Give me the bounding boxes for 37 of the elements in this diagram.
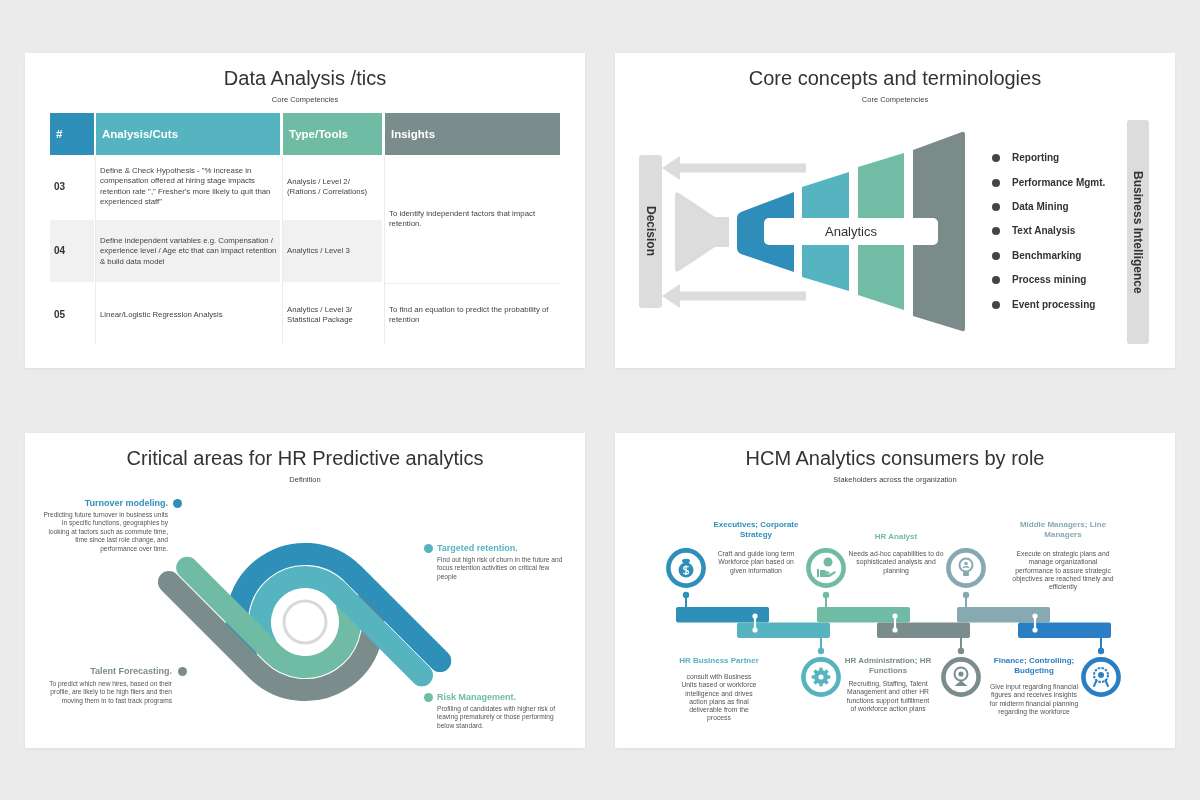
- role-heading: Middle Managers; Line Managers: [1018, 520, 1108, 540]
- arrow: [662, 284, 806, 308]
- list-item: Performance Mgmt.: [1012, 177, 1106, 189]
- slide-card: [615, 53, 1175, 368]
- list-item: Event processing: [1012, 299, 1096, 311]
- role-heading: Executives; Corporate Strategy: [712, 520, 800, 540]
- role-heading: HR Administration; HR Functions: [843, 656, 933, 676]
- vertical-label-bar: Decision: [639, 155, 662, 308]
- role-heading: HR Business Partner: [679, 656, 759, 666]
- slide-card: [25, 53, 585, 368]
- slide-title: Data Analysis /tics: [223, 66, 387, 90]
- slide-title: Core concepts and terminologies: [748, 66, 1042, 90]
- column-header: Type/Tools: [283, 113, 382, 155]
- vertical-label-bar: Business Intelligence: [1127, 120, 1149, 344]
- column-header: Insights: [385, 113, 560, 155]
- row-number: 04: [54, 245, 66, 257]
- slide-card: [25, 433, 585, 748]
- slide-title: Critical areas for HR Predictive analytics: [126, 446, 484, 470]
- list-item: Text Analysis: [1012, 225, 1076, 237]
- area-heading: Risk Management.: [437, 691, 517, 703]
- funnel-label: Analytics: [764, 218, 938, 245]
- list-item: Reporting: [1012, 152, 1060, 164]
- row-number: 05: [54, 309, 66, 321]
- row-number: 03: [54, 181, 66, 193]
- role-heading: Finance; Controlling; Budgeting: [992, 656, 1076, 676]
- arrow: [662, 156, 806, 180]
- list-item: Data Mining: [1012, 201, 1069, 213]
- slide-title: HCM Analytics consumers by role: [745, 446, 1045, 470]
- column-header: #: [50, 113, 94, 155]
- role-heading: HR Analyst: [874, 532, 918, 542]
- area-heading: Targeted retention.: [437, 542, 518, 554]
- area-heading: Turnover modeling.: [84, 497, 168, 509]
- column-header: Analysis/Cuts: [96, 113, 280, 155]
- area-heading: Talent Forecasting.: [90, 665, 172, 677]
- slide-card: [615, 433, 1175, 748]
- list-item: Process mining: [1012, 274, 1087, 286]
- list-item: Benchmarking: [1012, 250, 1082, 262]
